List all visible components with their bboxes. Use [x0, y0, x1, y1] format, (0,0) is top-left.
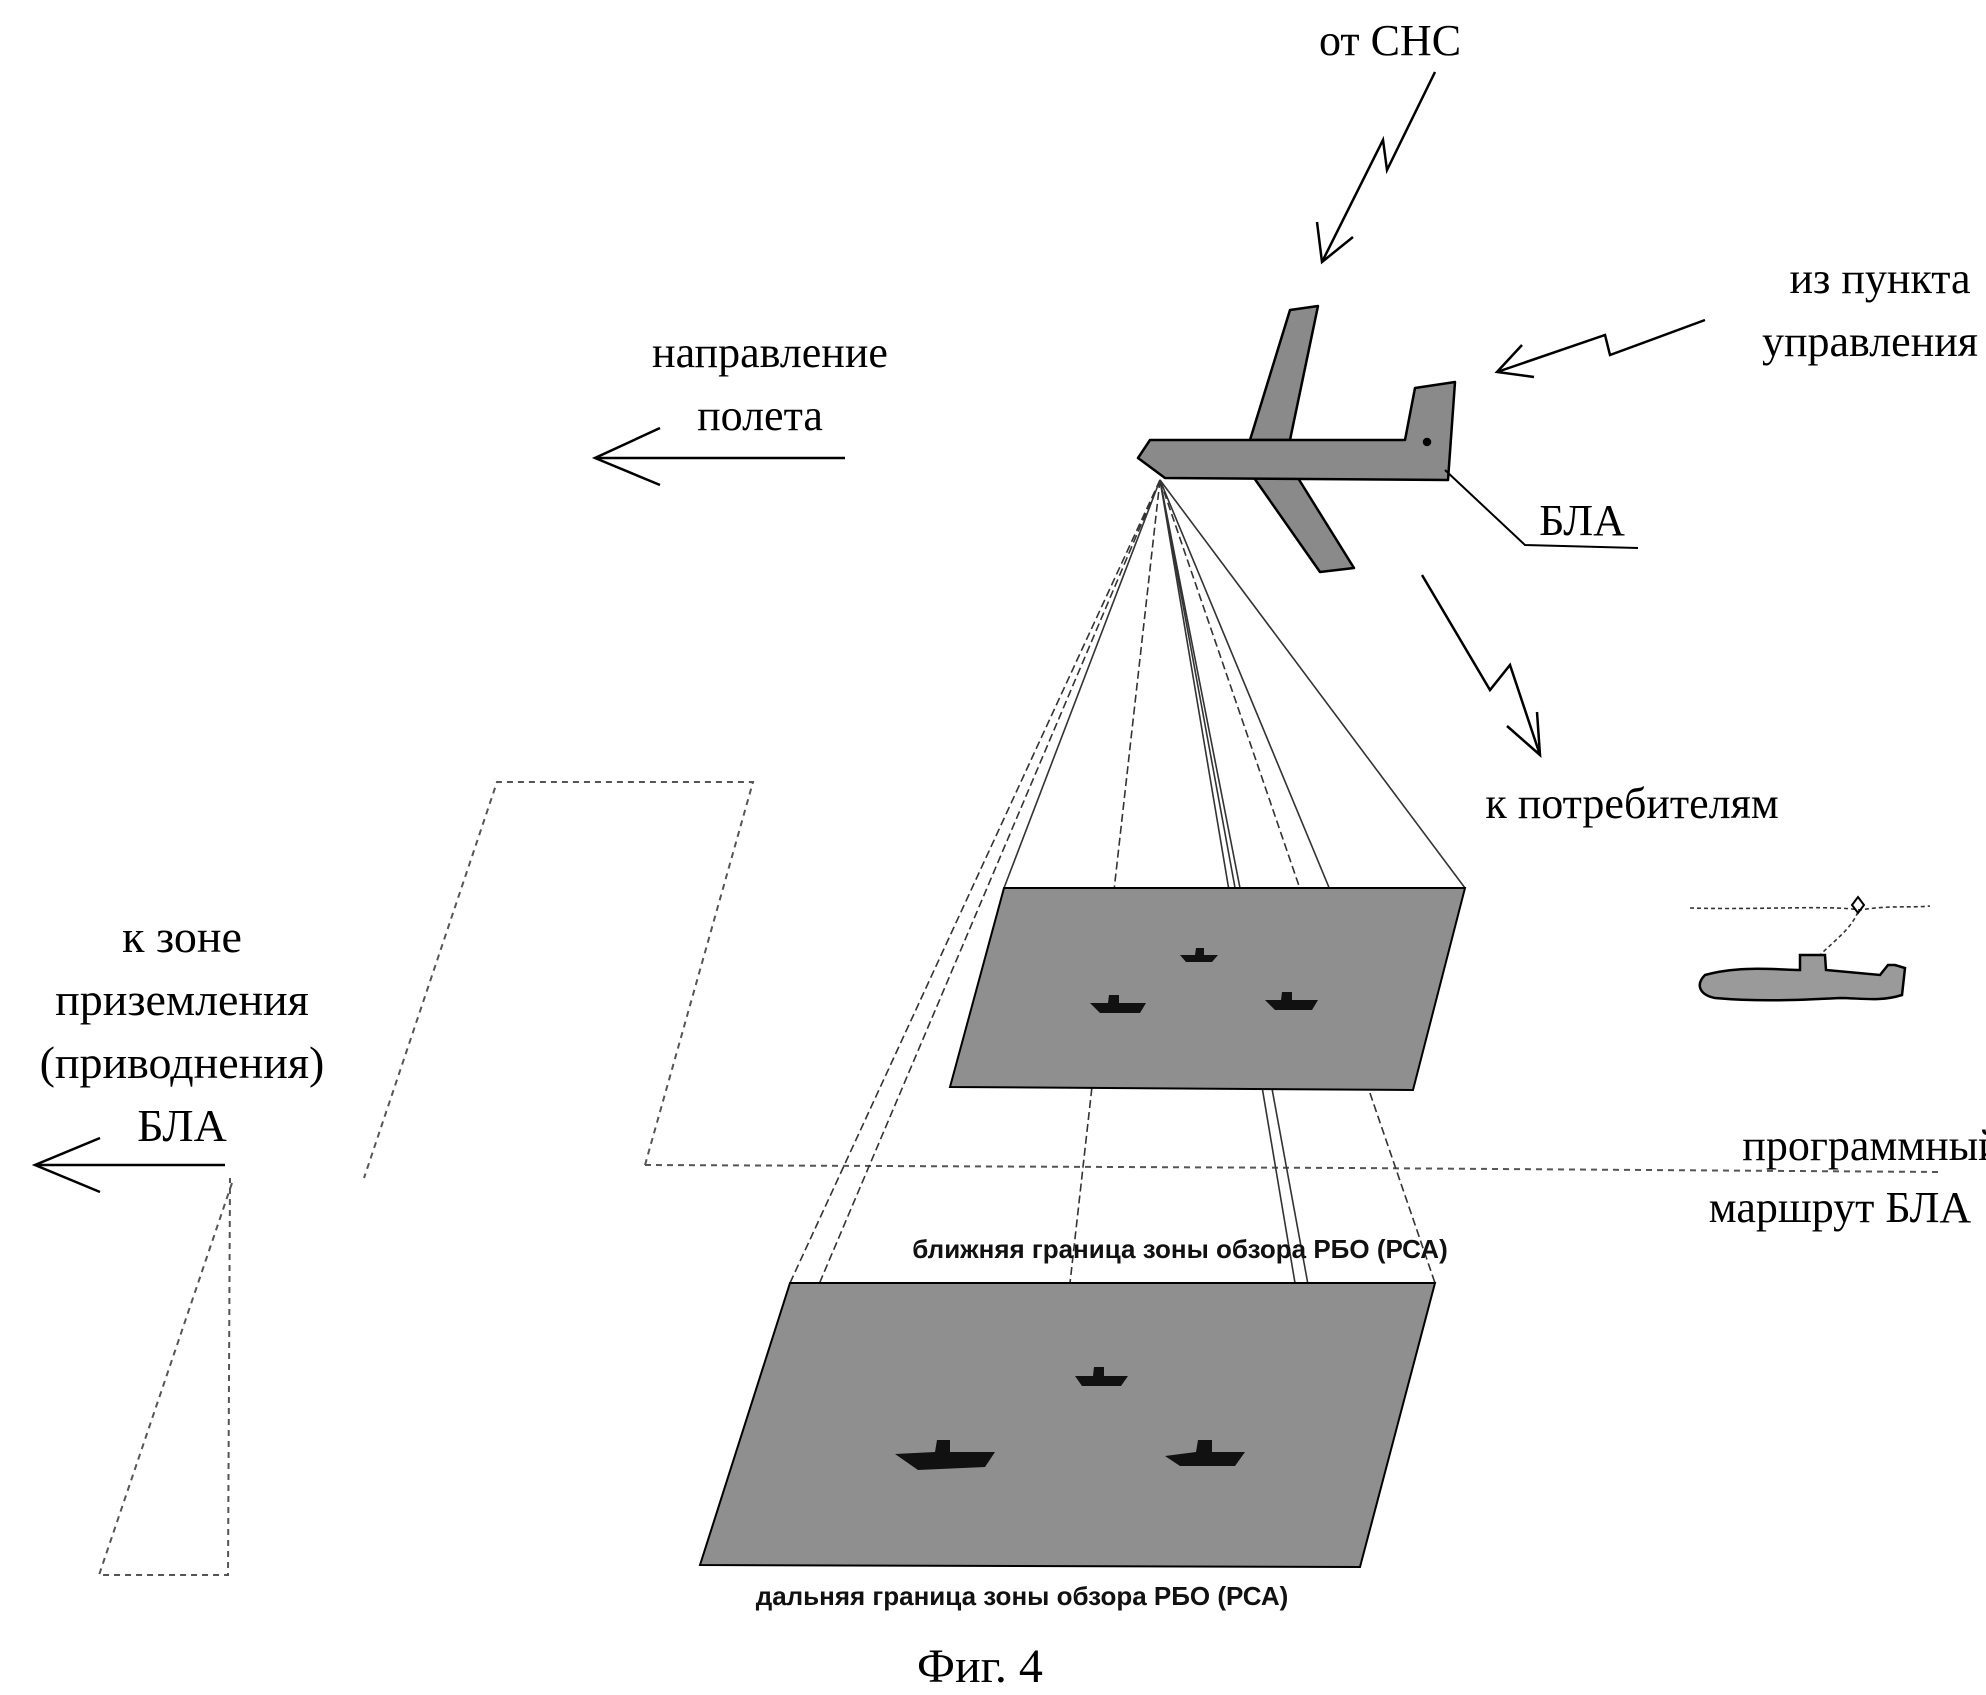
parachute-icon — [1852, 897, 1864, 913]
signal-from-control — [1497, 320, 1705, 377]
zigzag-line — [1422, 575, 1540, 755]
arrowhead-icon — [1507, 712, 1540, 755]
label-flight-dir-2: полета — [697, 391, 823, 440]
zigzag-line — [1497, 320, 1705, 372]
label-from-control-1: из пункта — [1789, 254, 1970, 303]
route-path-2 — [364, 782, 753, 1178]
ray — [790, 480, 1160, 1283]
route-path — [99, 1178, 232, 1575]
label-from-control-2: управления — [1762, 317, 1978, 366]
label-uav: БЛА — [1539, 496, 1625, 545]
ray — [1160, 480, 1435, 1283]
arrowhead-icon — [1317, 222, 1353, 262]
signal-from-sns — [1317, 72, 1435, 262]
uav-aircraft — [1138, 306, 1455, 572]
label-route-1: программный — [1742, 1121, 1986, 1170]
label-landing-3: (приводнения) — [40, 1037, 325, 1088]
near-zone — [950, 888, 1465, 1090]
arrowhead-icon — [595, 428, 660, 485]
landed-uav-icon — [1690, 897, 1930, 1000]
figure-caption: Фиг. 4 — [917, 1640, 1043, 1693]
zigzag-line — [1322, 72, 1435, 262]
label-landing-1: к зоне — [122, 911, 242, 962]
label-landing-4: БЛА — [137, 1100, 227, 1151]
ray — [1160, 480, 1295, 1283]
far-zone-area — [700, 1283, 1435, 1567]
far-zone — [700, 1283, 1435, 1567]
label-from-sns: от СНС — [1319, 16, 1461, 65]
lower-wing — [1252, 475, 1354, 572]
label-flight-dir-1: направление — [652, 328, 888, 377]
landed-uav-body — [1700, 955, 1905, 1000]
label-route-2: маршрут БЛА — [1709, 1183, 1972, 1232]
parachute-line — [1820, 912, 1858, 955]
label-to-consumers: к потребителям — [1485, 779, 1778, 828]
water-line — [1690, 906, 1930, 910]
label-near-boundary: ближняя граница зоны обзора РБО (РСА) — [912, 1234, 1447, 1264]
tail-dot — [1424, 439, 1430, 445]
label-far-boundary: дальняя граница зоны обзора РБО (РСА) — [756, 1581, 1289, 1611]
label-landing-2: приземления — [55, 974, 309, 1025]
near-zone-area — [950, 888, 1465, 1090]
upper-wing — [1250, 306, 1318, 440]
ray — [1070, 480, 1160, 1283]
signal-to-consumers — [1422, 575, 1540, 755]
